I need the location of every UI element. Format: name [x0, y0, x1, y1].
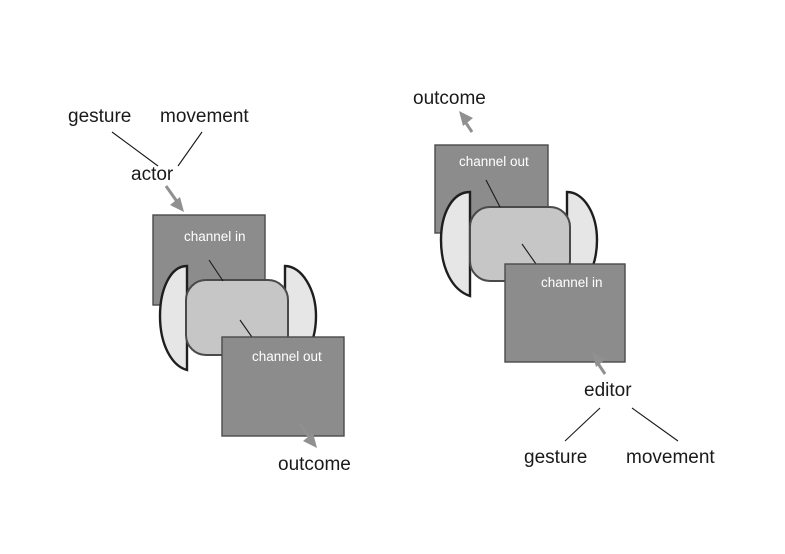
- left-movement-connector: [177, 131, 203, 167]
- right-editor-label: editor: [584, 380, 632, 401]
- left-actor-label: actor: [131, 164, 174, 185]
- left-channel-out-panel: [221, 336, 345, 437]
- left-channel-in-label: channel in: [184, 229, 246, 244]
- right-channel-in-label: channel in: [541, 275, 603, 290]
- right-channel-out-leader: [485, 179, 501, 208]
- right-input-arrow: [592, 352, 607, 375]
- right-output-arrow: [459, 111, 474, 133]
- left-gesture-connector: [111, 131, 159, 167]
- right-diagram: outcome channel out channel in editor ge…: [413, 88, 715, 468]
- right-gesture-connector: [564, 407, 601, 442]
- left-input-arrow: [164, 185, 184, 212]
- right-outcome-label: outcome: [413, 88, 486, 109]
- left-movement-label: movement: [160, 106, 249, 127]
- right-channel-in-panel: [504, 263, 626, 363]
- right-left-ear: [439, 190, 472, 298]
- left-channel-in-leader: [208, 259, 224, 282]
- left-outcome-label: outcome: [278, 454, 351, 475]
- right-channel-out-label: channel out: [459, 154, 529, 169]
- right-channel-in-leader: [521, 243, 537, 265]
- left-channel-out-label: channel out: [252, 349, 322, 364]
- right-gesture-label: gesture: [524, 447, 587, 468]
- left-diagram: gesture movement actor channel in channe…: [68, 106, 351, 475]
- left-gesture-label: gesture: [68, 106, 131, 127]
- right-movement-label: movement: [626, 447, 715, 468]
- right-movement-connector: [631, 407, 679, 442]
- left-left-ear: [158, 264, 189, 372]
- left-output-arrow: [298, 423, 317, 448]
